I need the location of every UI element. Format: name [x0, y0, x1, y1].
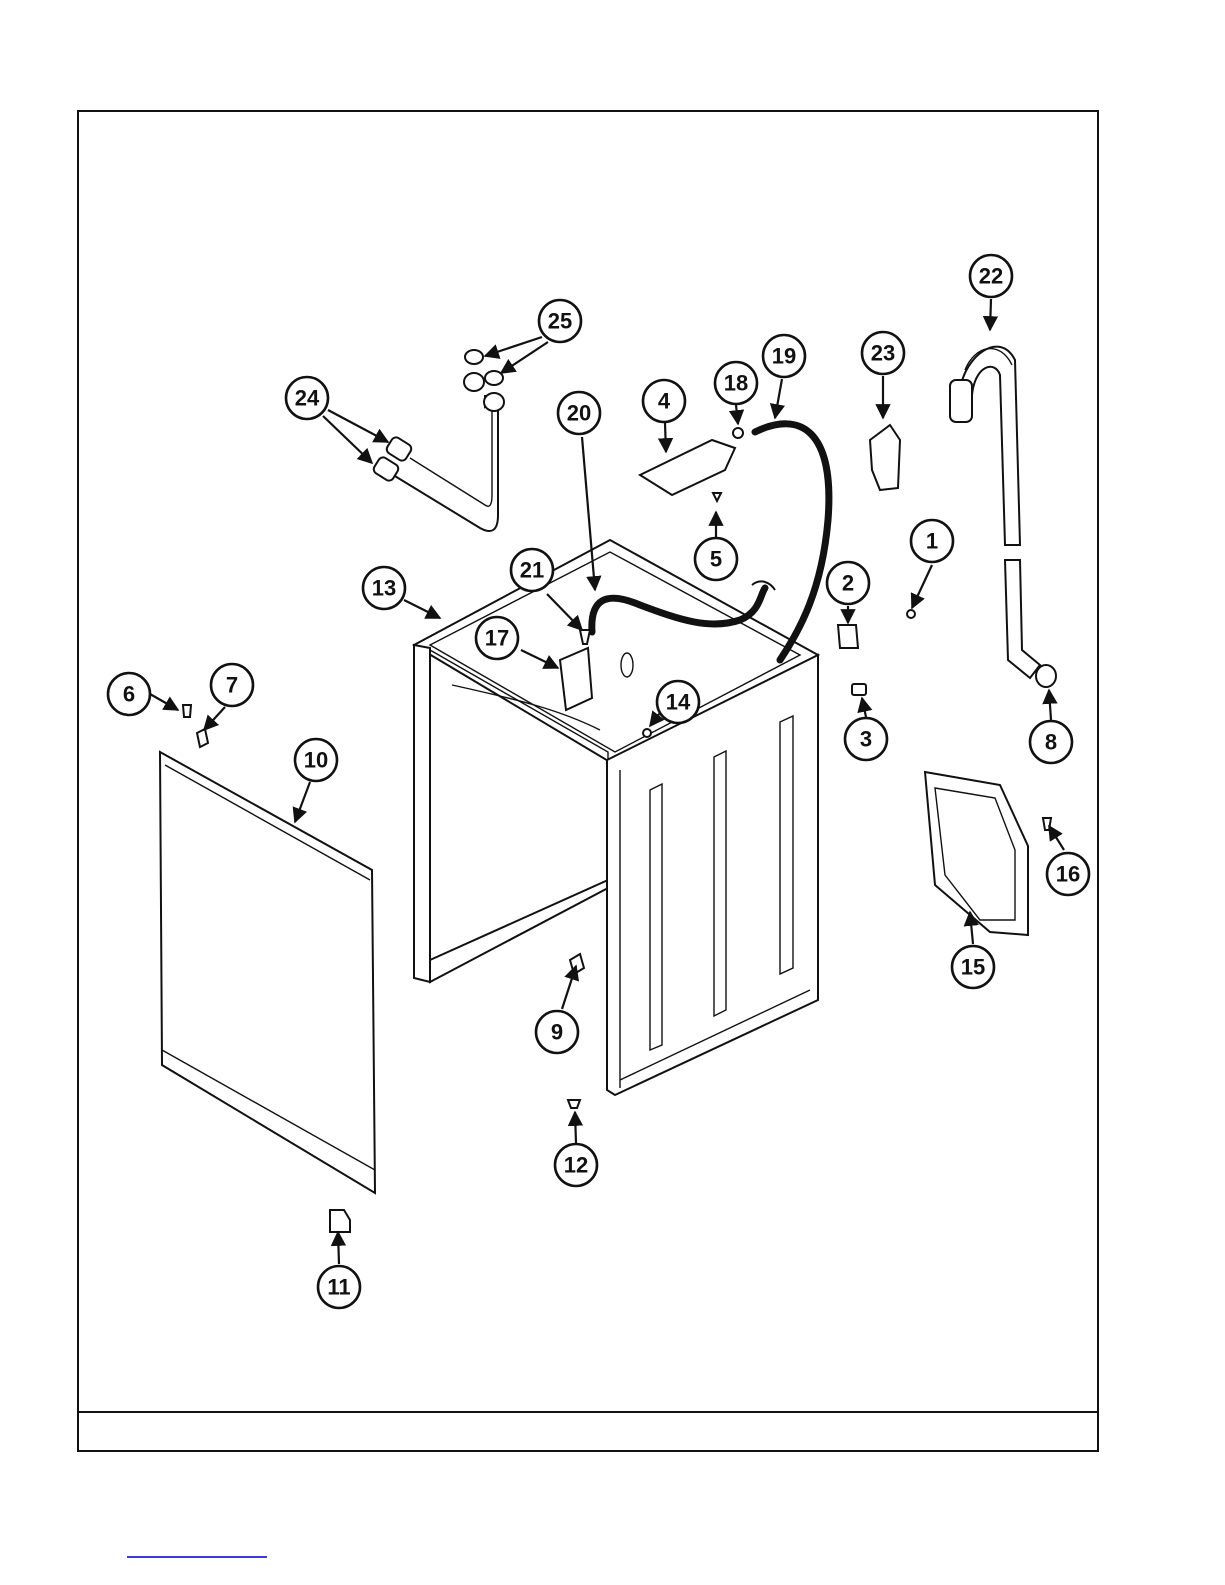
callout-6: 6	[108, 673, 150, 715]
callout-12: 12	[555, 1144, 597, 1186]
callout-21: 21	[511, 549, 553, 591]
callout-1: 1	[911, 520, 953, 562]
callout-3: 3	[845, 718, 887, 760]
cabinet	[414, 540, 818, 1095]
svg-text:19: 19	[772, 344, 796, 369]
svg-text:5: 5	[710, 547, 722, 572]
callout-19: 19	[763, 335, 805, 377]
callout-7: 7	[211, 664, 253, 706]
callout-14: 14	[657, 681, 699, 723]
svg-text:22: 22	[979, 264, 1003, 289]
callout-18: 18	[715, 362, 757, 404]
svg-text:11: 11	[327, 1275, 350, 1300]
callout-24: 24	[286, 377, 328, 419]
svg-text:25: 25	[548, 309, 572, 334]
callout-13: 13	[363, 567, 405, 609]
bracket-4	[640, 440, 735, 495]
clamp-18	[733, 428, 743, 438]
callout-17: 17	[476, 617, 518, 659]
part-11	[330, 1210, 350, 1232]
panel-15	[925, 772, 1028, 935]
svg-text:24: 24	[295, 386, 320, 411]
svg-text:12: 12	[564, 1153, 588, 1178]
callout-5: 5	[695, 538, 737, 580]
screw-12	[568, 1100, 580, 1108]
clip-9	[570, 954, 584, 974]
callout-23: 23	[862, 332, 904, 374]
svg-text:1: 1	[926, 529, 938, 554]
callout-2: 2	[827, 562, 869, 604]
svg-text:18: 18	[724, 371, 748, 396]
svg-text:2: 2	[842, 571, 854, 596]
part-23	[870, 425, 900, 490]
callout-16: 16	[1047, 853, 1089, 895]
callout-25: 25	[539, 300, 581, 342]
part-1	[907, 610, 915, 618]
callout-8: 8	[1030, 721, 1072, 763]
clip-7	[197, 729, 208, 747]
part-17	[560, 648, 592, 710]
hose-19	[755, 424, 829, 660]
svg-text:10: 10	[304, 748, 328, 773]
svg-text:13: 13	[372, 576, 396, 601]
part-3	[852, 684, 866, 695]
part-2	[838, 625, 858, 648]
svg-text:15: 15	[961, 955, 985, 980]
svg-text:7: 7	[226, 673, 238, 698]
svg-text:8: 8	[1045, 730, 1057, 755]
screw-6	[183, 705, 191, 717]
screw-5	[713, 493, 721, 501]
callout-22: 22	[970, 255, 1012, 297]
svg-text:9: 9	[551, 1020, 563, 1045]
svg-text:16: 16	[1056, 862, 1080, 887]
callout-4: 4	[643, 380, 685, 422]
drain-hose	[950, 347, 1056, 687]
callout-11: 11	[318, 1266, 360, 1308]
front-panel	[160, 752, 375, 1193]
screw-14	[643, 729, 651, 737]
svg-text:6: 6	[123, 682, 135, 707]
callout-20: 20	[558, 392, 600, 434]
inlet-hoses	[372, 350, 504, 531]
svg-text:21: 21	[520, 558, 544, 583]
svg-text:23: 23	[871, 341, 895, 366]
svg-text:3: 3	[860, 727, 872, 752]
svg-text:20: 20	[567, 401, 591, 426]
callout-9: 9	[536, 1011, 578, 1053]
callout-10: 10	[295, 739, 337, 781]
svg-text:17: 17	[485, 626, 509, 651]
svg-text:4: 4	[658, 389, 671, 414]
svg-text:14: 14	[666, 690, 691, 715]
callout-15: 15	[952, 946, 994, 988]
